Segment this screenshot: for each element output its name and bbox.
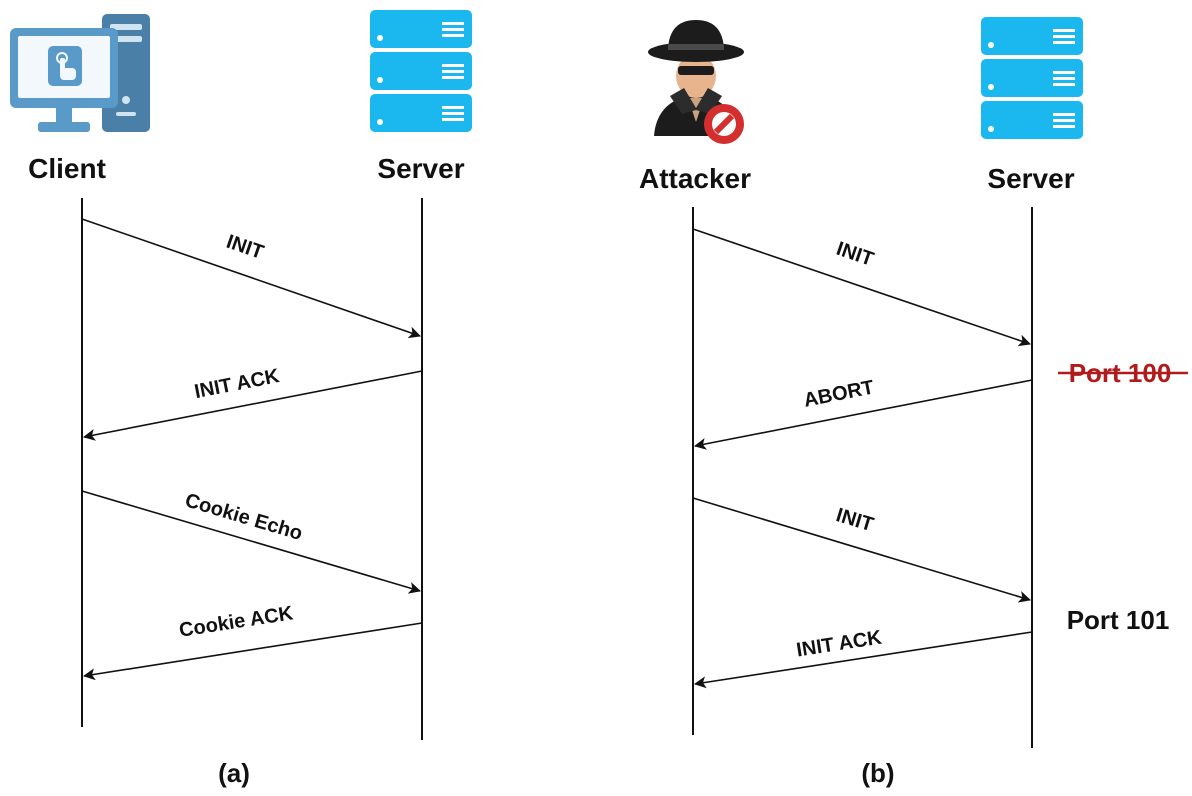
actor-label-attacker: Attacker: [639, 163, 751, 194]
server-rack-icon: [370, 10, 472, 132]
message-label-init: INIT: [834, 238, 877, 271]
panel-b: Attacker Server INIT ABORT INIT INIT ACK…: [639, 17, 1188, 788]
panel-a: Client Server INIT INIT ACK Cookie Echo …: [10, 10, 472, 788]
message-label-abort: ABORT: [802, 376, 876, 411]
message-arrow-init-2: [692, 497, 1031, 603]
actor-label-server: Server: [987, 163, 1074, 194]
attacker-spy-icon: [648, 20, 744, 144]
actor-label-client: Client: [28, 153, 106, 184]
message-arrow-cookie-ack: [83, 622, 423, 681]
message-label-cookie-echo: Cookie Echo: [183, 489, 305, 544]
port-label-port-101: Port 101: [1067, 605, 1170, 635]
message-arrow-cookie-echo: [81, 490, 421, 594]
message-label-cookie-ack: Cookie ACK: [178, 602, 295, 642]
actor-label-server: Server: [377, 153, 464, 184]
message-arrow-abort: [694, 379, 1033, 450]
message-arrow-init-ack: [83, 370, 423, 441]
message-label-init-ack: INIT ACK: [193, 365, 282, 403]
panel-caption-a: (a): [218, 758, 250, 788]
desktop-computer-icon: [10, 14, 150, 132]
message-arrow-init-ack: [694, 631, 1033, 689]
message-label-init: INIT: [224, 231, 267, 264]
panel-caption-b: (b): [861, 758, 894, 788]
message-arrow-init: [692, 228, 1031, 347]
message-label-init-2: INIT: [833, 504, 876, 536]
server-rack-icon: [981, 17, 1083, 139]
message-arrow-init: [81, 218, 421, 339]
